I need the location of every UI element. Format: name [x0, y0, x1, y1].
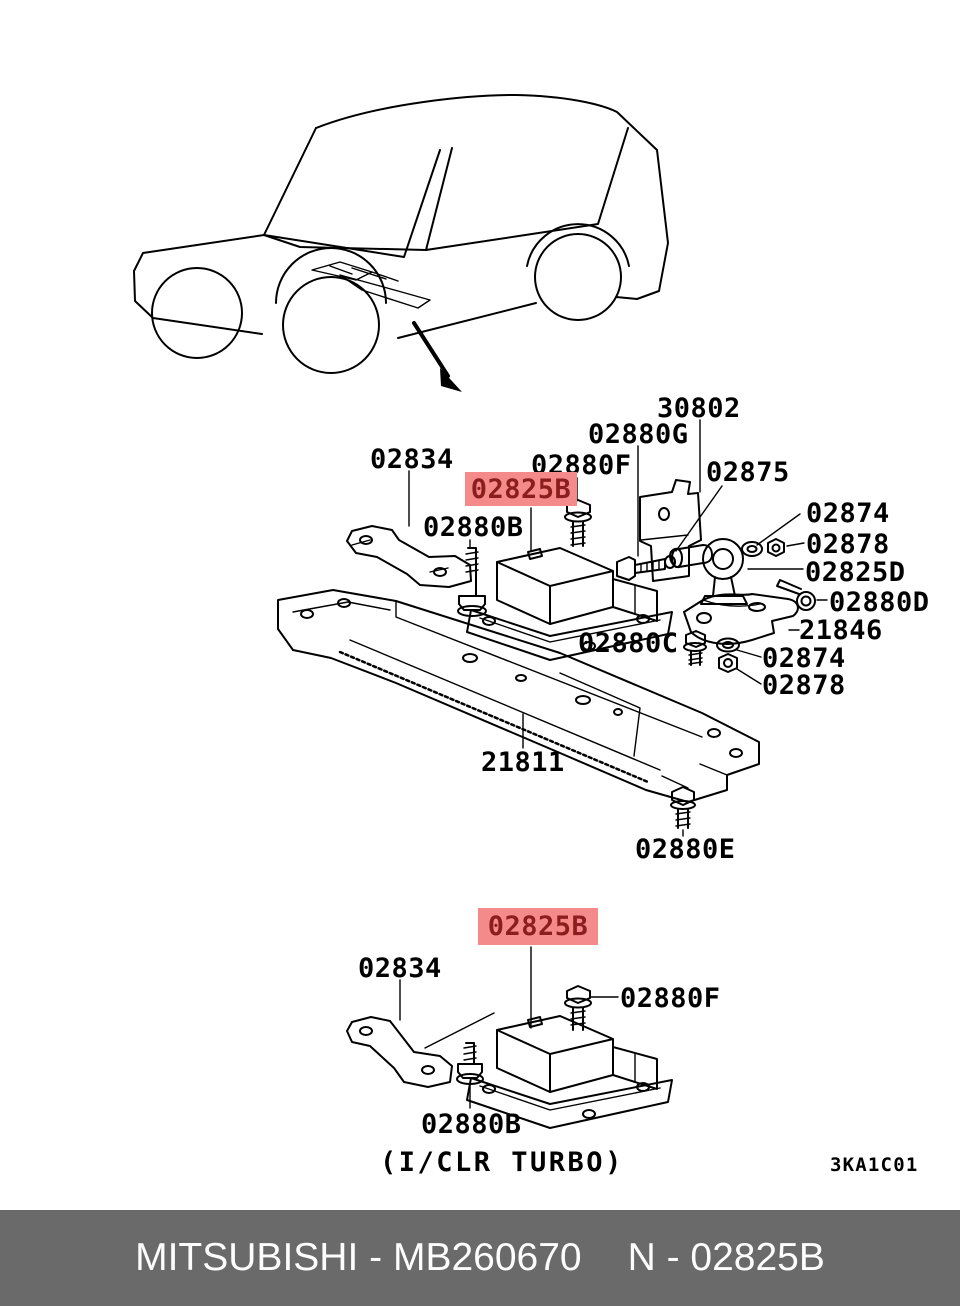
part-02825B-mount-lower: [466, 1015, 673, 1129]
part-label-30802[interactable]: 30802: [657, 393, 741, 424]
part-label-02880B-upper[interactable]: 02880B: [423, 512, 524, 543]
part-02878-nut-lower: [718, 653, 738, 673]
location-arrow: [412, 321, 462, 392]
part-21811-crossmember: [277, 589, 760, 803]
footer-brand-part: MITSUBISHI - MB260670: [135, 1236, 582, 1279]
part-label-02874-upper[interactable]: 02874: [806, 498, 890, 529]
part-02880B-stud-upper: [457, 547, 487, 617]
part-label-21846[interactable]: 21846: [799, 615, 883, 646]
part-21846-bracket: [683, 593, 799, 645]
part-label-02880D[interactable]: 02880D: [829, 587, 930, 618]
part-label-02834-upper[interactable]: 02834: [370, 444, 454, 475]
part-label-02880C[interactable]: 02880C: [578, 628, 679, 659]
part-02880E-bolt: [670, 786, 696, 829]
part-02880F-bolt-upper: [564, 499, 592, 547]
part-02880F-bolt-lower: [564, 985, 592, 1031]
part-label-02880G[interactable]: 02880G: [588, 419, 689, 450]
part-label-21811[interactable]: 21811: [481, 747, 565, 778]
part-label-02880B-turbo[interactable]: 02880B: [421, 1109, 522, 1140]
part-label-02875[interactable]: 02875: [706, 457, 790, 488]
part-label-02874-lower[interactable]: 02874: [762, 643, 846, 674]
variant-caption: (I/CLR TURBO): [380, 1147, 624, 1178]
part-label-02878-upper[interactable]: 02878: [806, 529, 890, 560]
part-02825B-mount-upper: [466, 547, 673, 661]
vehicle-drawing: [133, 94, 669, 392]
part-02834-bracket-lower: [346, 1016, 453, 1088]
vehicle-transmission-doodle: [311, 261, 431, 309]
part-label-02825D[interactable]: 02825D: [805, 557, 906, 588]
part-label-02878-lower[interactable]: 02878: [762, 670, 846, 701]
part-label-02825B-upper-highlighted[interactable]: 02825B: [465, 472, 577, 506]
part-02878-nut-upper: [767, 538, 785, 557]
upper-diagram: [277, 419, 828, 837]
lower-diagram: [346, 946, 673, 1129]
footer-bar: MITSUBISHI - MB260670 N - 02825B: [0, 1210, 960, 1306]
part-label-02825B-turbo-highlighted[interactable]: 02825B: [478, 908, 598, 945]
part-label-02880F-turbo[interactable]: 02880F: [620, 983, 721, 1014]
part-02874-washer-lower: [716, 637, 740, 653]
part-02874-washer-upper: [741, 541, 763, 557]
part-label-02834-turbo[interactable]: 02834: [358, 953, 442, 984]
part-02880C-bolt: [683, 630, 707, 666]
part-02880D-bolt: [776, 579, 816, 611]
part-02880G-bolt: [616, 556, 666, 581]
part-02875-spacer: [669, 544, 713, 569]
footer-reference: N - 02825B: [627, 1236, 825, 1279]
part-label-02880E[interactable]: 02880E: [635, 834, 736, 865]
drawing-code: 3KA1C01: [830, 1154, 919, 1176]
part-02880B-stud-lower: [456, 1042, 484, 1085]
